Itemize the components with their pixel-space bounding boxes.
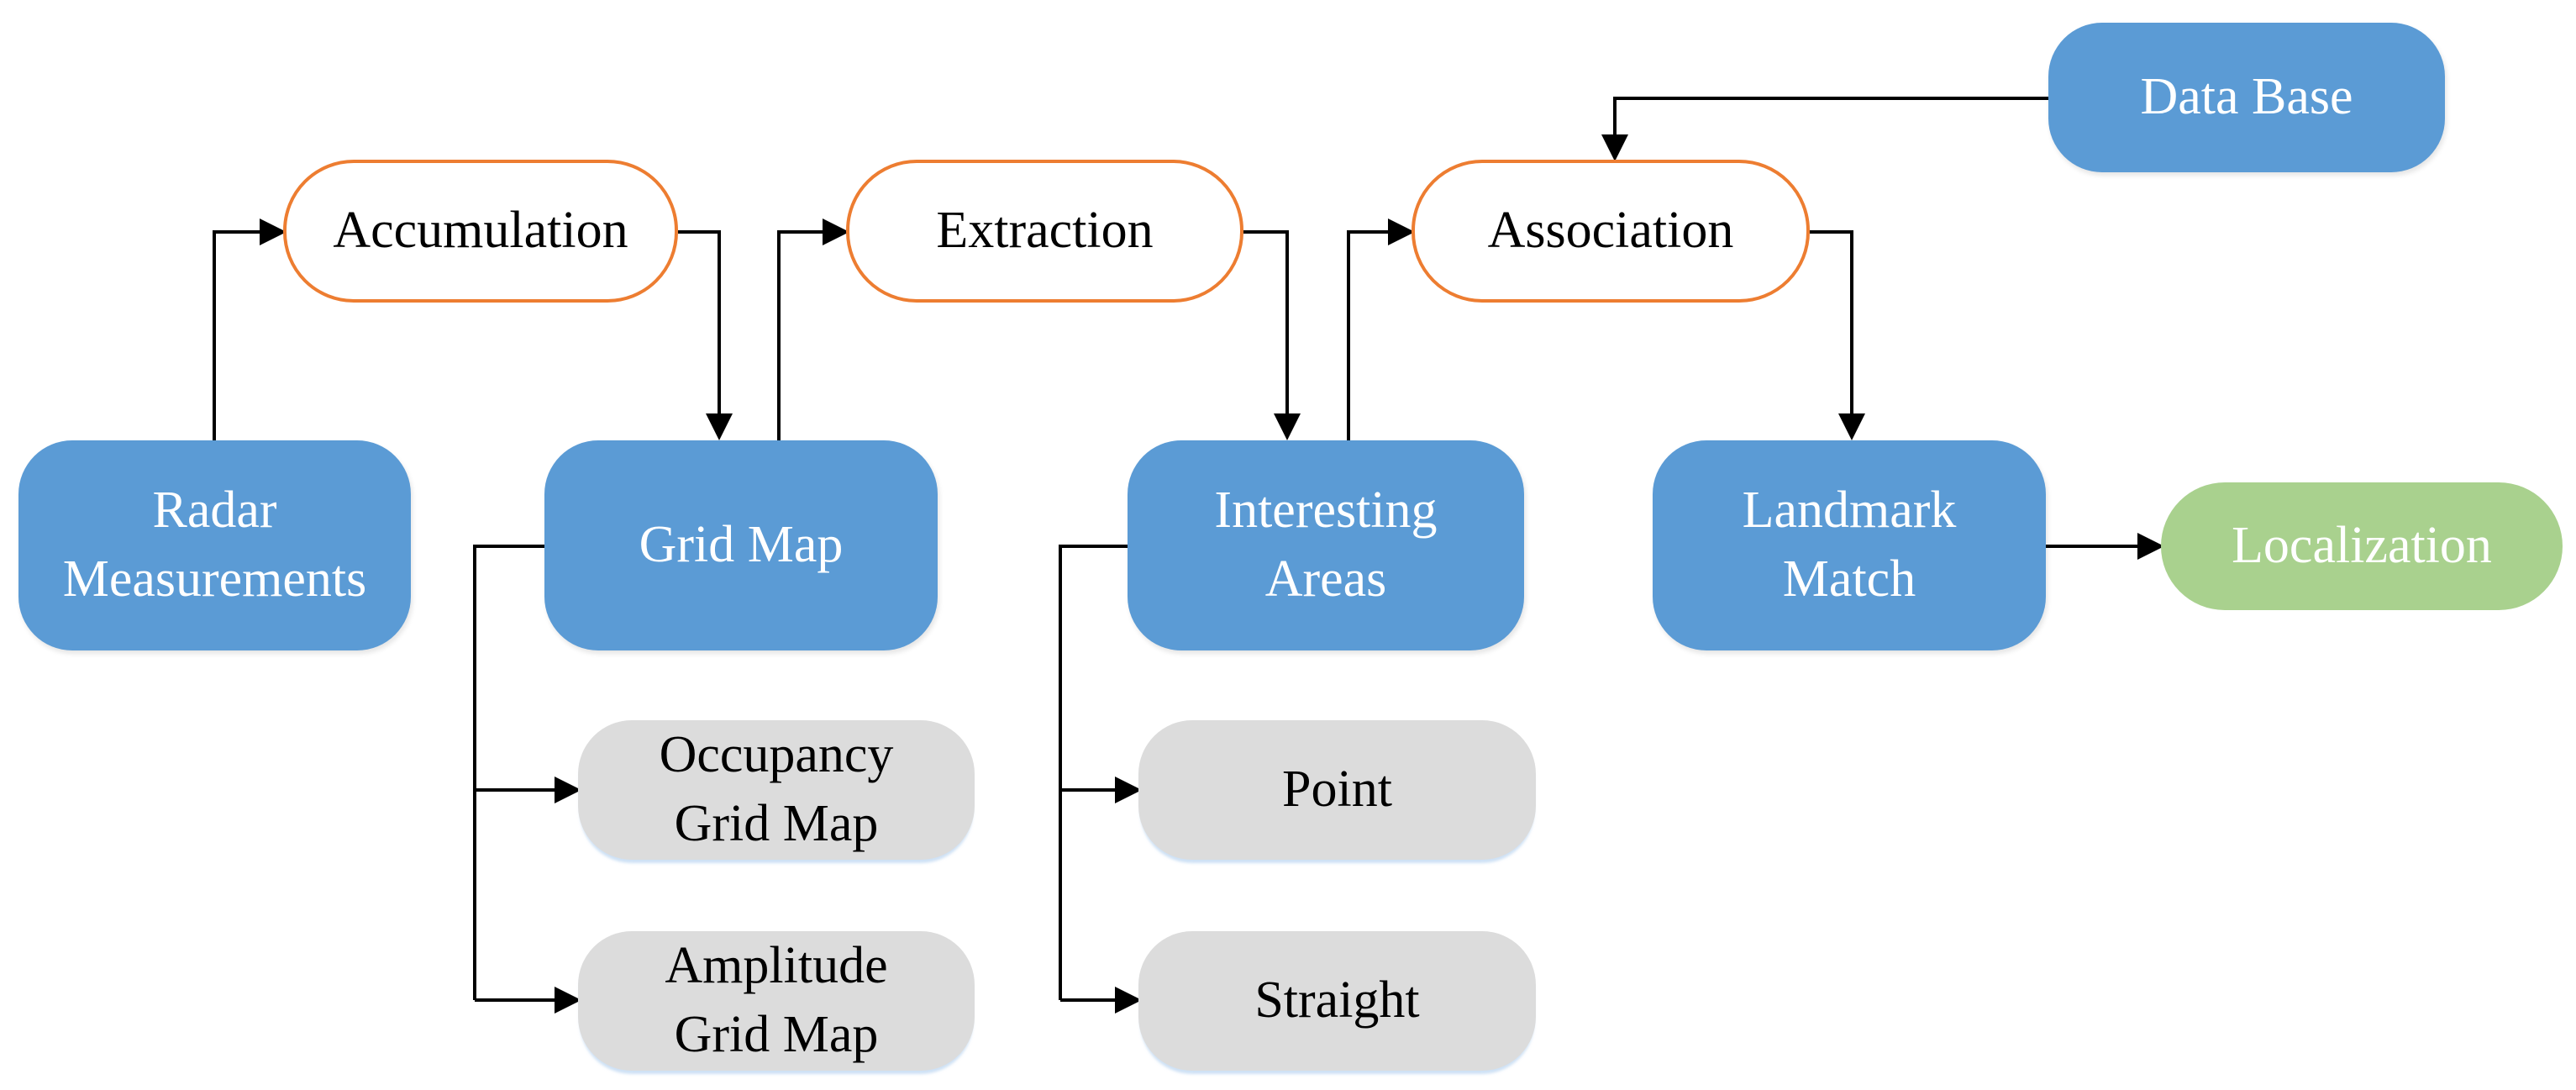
localization-node: Localization [2161, 482, 2563, 610]
landmark-match-node: Landmark Match [1653, 440, 2046, 650]
branch-interesting-areas-subtypes [1059, 545, 1128, 1000]
arrow-radar-to-accumulation [213, 219, 287, 440]
arrow-grid-map-to-extraction [777, 219, 849, 440]
radar-measurements-node: Radar Measurements [18, 440, 411, 650]
point-node: Point [1138, 720, 1536, 860]
data-base-node: Data Base [2048, 23, 2445, 172]
arrow-interesting-areas-to-association [1347, 219, 1415, 440]
accumulation-node: Accumulation [283, 160, 678, 303]
arrow-extraction-to-interesting-areas [1243, 230, 1301, 440]
interesting-areas-node: Interesting Areas [1128, 440, 1524, 650]
arrow-association-to-landmark-match [1810, 230, 1865, 440]
extraction-node: Extraction [846, 160, 1243, 303]
grid-map-node: Grid Map [544, 440, 938, 650]
association-node: Association [1412, 160, 1810, 303]
arrow-accumulation-to-grid-map [678, 230, 733, 440]
straight-node: Straight [1138, 931, 1536, 1071]
amplitude-grid-map-node: Amplitude Grid Map [578, 931, 975, 1071]
branch-grid-map-subtypes [473, 545, 544, 1000]
arrow-data-base-to-association [1601, 97, 2048, 161]
occupancy-grid-map-node: Occupancy Grid Map [578, 720, 975, 860]
